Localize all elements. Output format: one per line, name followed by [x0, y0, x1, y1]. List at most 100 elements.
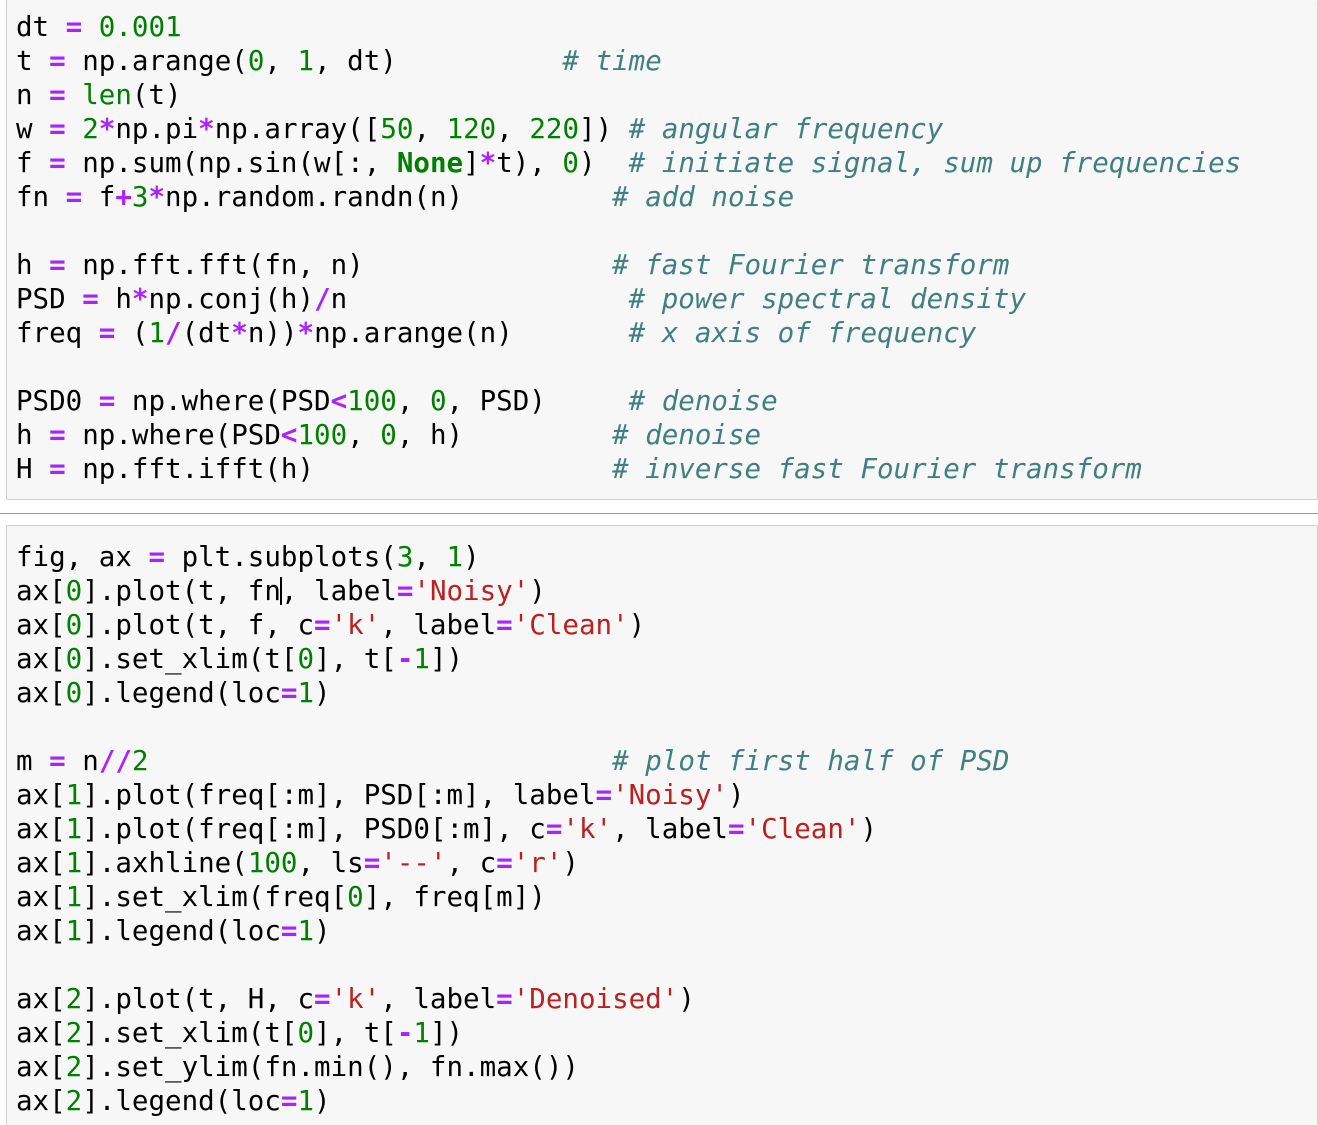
code-token: ) — [314, 677, 331, 709]
string-token: 'Denoised' — [512, 983, 679, 1015]
code-token: ax[ — [16, 677, 66, 709]
code-token: n — [65, 745, 99, 777]
code-cell-plotting[interactable]: fig, ax = plt.subplots(3, 1)ax[0].plot(t… — [6, 525, 1318, 1125]
operator-token: / — [314, 283, 331, 315]
operator-token: - — [396, 643, 414, 675]
code-line[interactable]: PSD0 = np.where(PSD<100, 0, PSD) # denoi… — [16, 384, 1241, 418]
code-token — [149, 745, 613, 777]
code-editor[interactable]: fig, ax = plt.subplots(3, 1)ax[0].plot(t… — [16, 540, 1009, 1118]
number-token: 100 — [247, 847, 298, 879]
code-line[interactable]: h = np.fft.fft(fn, n) # fast Fourier tra… — [16, 248, 1241, 282]
code-line[interactable]: fn = f+3*np.random.randn(n) # add noise — [16, 180, 1241, 214]
code-line[interactable]: ax[0].plot(t, f, c='k', label='Clean') — [16, 608, 1009, 642]
code-line[interactable]: ax[0].legend(loc=1) — [16, 676, 1009, 710]
operator-token: * — [297, 317, 315, 349]
code-line[interactable]: ax[0].set_xlim(t[0], t[-1]) — [16, 642, 1009, 676]
number-token: 3 — [131, 181, 149, 213]
number-token: 1 — [65, 779, 83, 811]
code-line[interactable]: ax[1].set_xlim(freq[0], freq[m]) — [16, 880, 1009, 914]
code-token: ].legend(loc — [82, 1085, 281, 1117]
number-token: 0 — [65, 609, 83, 641]
number-token: 1 — [148, 317, 166, 349]
code-token: np.fft.fft(fn, n) — [65, 249, 613, 281]
code-token: ].plot(t, f, c — [82, 609, 315, 641]
number-token: 0.001 — [98, 11, 182, 43]
code-token: w — [16, 113, 50, 145]
code-line[interactable] — [16, 214, 1241, 248]
code-token: ], freq[m]) — [363, 881, 546, 913]
number-token: 2 — [65, 983, 83, 1015]
code-line[interactable]: H = np.fft.ifft(h) # inverse fast Fourie… — [16, 452, 1241, 486]
code-line[interactable]: ax[2].set_ylim(fn.min(), fn.max()) — [16, 1050, 1009, 1084]
code-token: np.where(PSD — [115, 385, 331, 417]
code-line[interactable]: ax[2].set_xlim(t[0], t[-1]) — [16, 1016, 1009, 1050]
code-token: ) — [314, 1085, 331, 1117]
code-line[interactable]: freq = (1/(dt*n))*np.arange(n) # x axis … — [16, 316, 1241, 350]
code-token: ].set_xlim(t[ — [82, 1017, 298, 1049]
code-token: , PSD) — [446, 385, 629, 417]
code-line[interactable]: dt = 0.001 — [16, 10, 1241, 44]
code-token — [82, 11, 99, 43]
operator-token: = — [49, 79, 66, 111]
comment-token: # angular frequency — [628, 113, 944, 145]
operator-token: * — [131, 283, 149, 315]
code-token: ]) — [579, 113, 629, 145]
code-token: ax[ — [16, 983, 66, 1015]
operator-token: = — [98, 317, 116, 349]
operator-token: = — [595, 779, 613, 811]
code-line[interactable]: ax[1].axhline(100, ls='--', c='r') — [16, 846, 1009, 880]
code-token: , ls — [297, 847, 364, 879]
number-token: 0 — [429, 385, 447, 417]
number-token: 0 — [380, 419, 397, 451]
code-token: np.arange( — [65, 45, 248, 77]
number-token: 0 — [297, 643, 315, 675]
cell-selection-border — [0, 513, 1318, 514]
number-token: 2 — [65, 1051, 83, 1083]
code-token: np.array([ — [214, 113, 381, 145]
code-token: H — [16, 453, 50, 485]
code-line[interactable]: f = np.sum(np.sin(w[:, None]*t), 0) # in… — [16, 146, 1241, 180]
code-line[interactable]: fig, ax = plt.subplots(3, 1) — [16, 540, 1009, 574]
code-line[interactable] — [16, 948, 1009, 982]
operator-token: = — [65, 11, 83, 43]
operator-token: < — [330, 385, 348, 417]
code-token: ].set_xlim(t[ — [82, 643, 298, 675]
code-line[interactable]: ax[2].plot(t, H, c='k', label='Denoised'… — [16, 982, 1009, 1016]
code-line[interactable]: ax[0].plot(t, fn, label='Noisy') — [16, 574, 1009, 608]
code-token: t — [16, 45, 50, 77]
number-token: 0 — [65, 677, 83, 709]
code-line[interactable]: w = 2*np.pi*np.array([50, 120, 220]) # a… — [16, 112, 1241, 146]
code-line[interactable]: h = np.where(PSD<100, 0, h) # denoise — [16, 418, 1241, 452]
code-token: PSD0 — [16, 385, 99, 417]
code-line[interactable]: ax[1].plot(freq[:m], PSD0[:m], c='k', la… — [16, 812, 1009, 846]
code-token: n)) — [247, 317, 298, 349]
operator-token: * — [479, 147, 497, 179]
code-token: ].axhline( — [82, 847, 248, 879]
operator-token: = — [496, 609, 513, 641]
code-token — [66, 113, 83, 145]
number-token: len — [82, 79, 132, 111]
code-line[interactable]: n = len(t) — [16, 78, 1241, 112]
code-token: dt — [16, 11, 66, 43]
operator-token: = — [280, 915, 298, 947]
code-line[interactable]: ax[1].legend(loc=1) — [16, 914, 1009, 948]
operator-token: * — [231, 317, 248, 349]
number-token: 1 — [413, 643, 430, 675]
comment-token: # plot first half of PSD — [612, 745, 1010, 777]
code-line[interactable] — [16, 350, 1241, 384]
code-token: ) — [529, 575, 546, 607]
code-line[interactable] — [16, 710, 1009, 744]
string-token: 'Noisy' — [612, 779, 728, 811]
number-token: 1 — [446, 541, 464, 573]
code-token: ax[ — [16, 643, 66, 675]
code-line[interactable]: m = n//2 # plot first half of PSD — [16, 744, 1009, 778]
code-token: ].legend(loc — [82, 915, 281, 947]
code-line[interactable]: ax[1].plot(freq[:m], PSD[:m], label='Noi… — [16, 778, 1009, 812]
code-line[interactable]: ax[2].legend(loc=1) — [16, 1084, 1009, 1118]
code-line[interactable]: t = np.arange(0, 1, dt) # time — [16, 44, 1241, 78]
operator-token: = — [396, 575, 414, 607]
number-token: 0 — [562, 147, 579, 179]
code-line[interactable]: PSD = h*np.conj(h)/n # power spectral de… — [16, 282, 1241, 316]
